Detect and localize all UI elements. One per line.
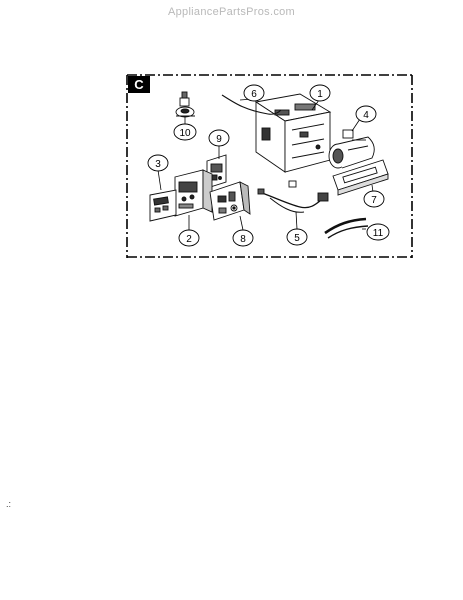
- part-5-harness: [257, 180, 329, 213]
- section-badge: C: [128, 76, 150, 93]
- callout-4: 4: [355, 105, 377, 123]
- section-label: C: [134, 77, 144, 92]
- part-8-board: [209, 181, 251, 221]
- callout-3: 3: [147, 154, 169, 172]
- part-7-bracket: [332, 159, 389, 196]
- callout-6: 6: [243, 84, 265, 102]
- callout-6-number: 6: [251, 89, 257, 100]
- callout-1: 1: [309, 84, 331, 102]
- watermark-text: AppliancePartsPros.com: [167, 6, 296, 18]
- part-6-wire: [221, 94, 282, 115]
- callout-8-number: 8: [240, 234, 246, 245]
- callout-10: 10: [173, 123, 197, 141]
- part-1-chassis: [254, 93, 332, 173]
- callout-5-number: 5: [294, 233, 300, 244]
- callout-1-number: 1: [317, 89, 323, 100]
- part-2-pcb: [174, 169, 213, 217]
- callout-11: 11: [366, 223, 390, 241]
- part-3-display-panel: [149, 189, 177, 222]
- callout-5: 5: [286, 228, 308, 246]
- callout-2-number: 2: [186, 234, 192, 245]
- callout-11-number: 11: [373, 228, 384, 239]
- callout-7: 7: [363, 190, 385, 208]
- callout-3-number: 3: [155, 159, 161, 170]
- callout-7-number: 7: [371, 195, 377, 206]
- diagram-frame: [126, 74, 413, 258]
- callout-2: 2: [178, 229, 200, 247]
- callout-10-number: 10: [179, 128, 191, 139]
- part-10-sensor: [175, 91, 195, 118]
- part-11-flat-cable: [324, 217, 369, 239]
- stray-mark: .:: [6, 499, 12, 509]
- callout-4-number: 4: [363, 110, 369, 121]
- callout-9-number: 9: [216, 134, 222, 145]
- part-4-motor: [328, 129, 375, 169]
- callout-9: 9: [208, 129, 230, 147]
- callout-8: 8: [232, 229, 254, 247]
